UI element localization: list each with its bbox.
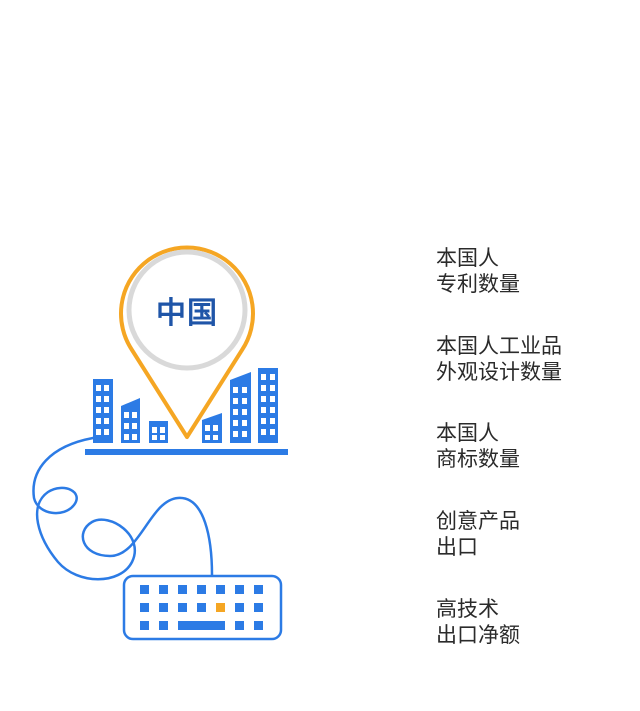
indicator-item: 本国人 专利数量 [436, 245, 520, 297]
indicator-line: 创意产品 [436, 509, 520, 533]
indicator-line: 出口净额 [436, 623, 520, 647]
indicator-line: 出口 [436, 535, 478, 559]
cable-line [32, 436, 214, 581]
indicator-line: 高技术 [436, 597, 499, 621]
indicator-item: 高技术 出口净额 [436, 596, 520, 648]
indicator-item: 本国人 商标数量 [436, 420, 520, 472]
indicator-line: 商标数量 [436, 447, 520, 471]
keyboard-icon [122, 574, 283, 641]
indicator-line: 外观设计数量 [436, 360, 562, 384]
location-pin-icon [119, 245, 255, 439]
indicator-line: 本国人 [436, 421, 499, 445]
indicator-line: 专利数量 [436, 272, 520, 296]
indicator-item: 创意产品 出口 [436, 508, 520, 560]
pin-label: 中国 [156, 296, 218, 331]
highlighted-key [216, 603, 225, 612]
indicator-item: 本国人工业品 外观设计数量 [436, 333, 562, 385]
city-skyline-icon [85, 368, 288, 455]
indicator-line: 本国人工业品 [436, 334, 562, 358]
indicator-line: 本国人 [436, 246, 499, 270]
